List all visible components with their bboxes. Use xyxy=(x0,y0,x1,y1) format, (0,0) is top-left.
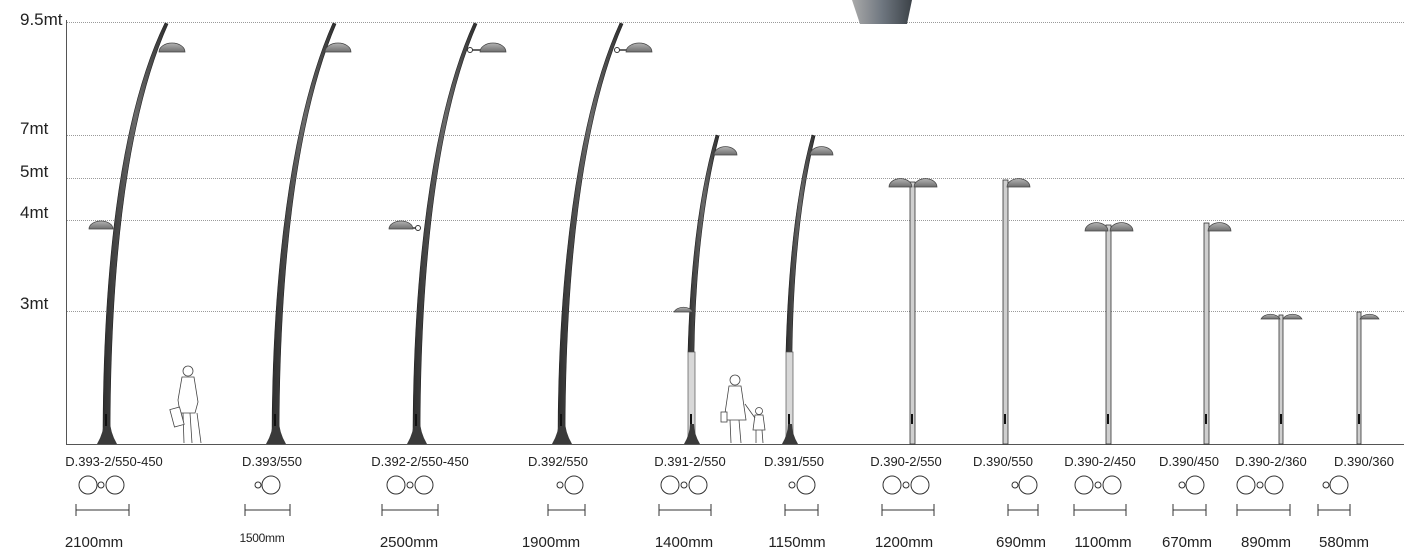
person-figure xyxy=(169,365,202,444)
model-label-d390-550: D.390/550 xyxy=(973,454,1033,469)
width-label-d390-360: 580mm xyxy=(1318,534,1370,551)
height-label-5: 5mt xyxy=(20,162,49,181)
gridline-5 xyxy=(66,178,1404,179)
plan-symbol-d391-2 xyxy=(658,475,712,516)
plan-symbol-d393-2 xyxy=(75,475,130,516)
pole-d390-360 xyxy=(1356,311,1380,445)
width-label-d390-2-550: 1200mm xyxy=(874,534,934,551)
model-label-d390-2-450: D.390-2/450 xyxy=(1064,454,1136,469)
pole-d390-2-550 xyxy=(888,178,938,445)
gridline-7 xyxy=(66,135,1404,136)
pole-d392-2 xyxy=(388,22,507,444)
pole-d392 xyxy=(552,22,653,444)
model-label-d392: D.392/550 xyxy=(528,454,588,469)
vertical-axis xyxy=(66,20,67,444)
gridline-3 xyxy=(66,311,1404,312)
width-label-d392: 1900mm xyxy=(521,534,581,551)
plan-symbol-d390-2-450 xyxy=(1073,475,1127,516)
plan-symbol-d390-2-360 xyxy=(1236,475,1291,516)
plan-symbol-d393 xyxy=(244,475,291,516)
photo-fragment xyxy=(852,0,912,24)
width-label-d393: 1500mm xyxy=(239,531,285,545)
plan-symbol-d390-550 xyxy=(1007,475,1039,516)
pole-d390-550 xyxy=(1002,178,1031,445)
model-label-d392-2: D.392-2/550-450 xyxy=(371,454,469,469)
plan-symbol-d390-360 xyxy=(1317,475,1351,516)
width-label-d390-2-450: 1100mm xyxy=(1074,534,1132,551)
height-label-9-5: 9.5mt xyxy=(20,10,63,29)
pole-d393 xyxy=(266,22,352,444)
width-label-d390-2-360: 890mm xyxy=(1240,534,1292,551)
width-label-d390-450: 670mm xyxy=(1161,534,1213,551)
plan-symbol-d392 xyxy=(547,475,586,516)
height-label-4: 4mt xyxy=(20,203,49,222)
height-label-7: 7mt xyxy=(20,119,49,138)
plan-symbol-d390-2-550 xyxy=(881,475,935,516)
plan-symbol-d392-2 xyxy=(381,475,439,516)
ground-line xyxy=(66,444,1404,445)
model-label-d390-2-550: D.390-2/550 xyxy=(870,454,942,469)
pole-d390-450 xyxy=(1203,222,1232,445)
width-label-d393-2: 2100mm xyxy=(64,534,124,551)
model-label-d393-2: D.393-2/550-450 xyxy=(65,454,163,469)
plan-symbol-d391 xyxy=(784,475,819,516)
pole-d391 xyxy=(782,134,834,444)
plan-symbol-d390-450 xyxy=(1172,475,1207,516)
gridline-4 xyxy=(66,220,1404,221)
model-label-d391-2: D.391-2/550 xyxy=(654,454,726,469)
model-label-d390-2-360: D.390-2/360 xyxy=(1235,454,1307,469)
pole-d391-2 xyxy=(673,134,738,444)
width-label-d392-2: 2500mm xyxy=(379,534,439,551)
width-label-d391-2: 1400mm xyxy=(654,534,714,551)
width-label-d390-550: 690mm xyxy=(995,534,1047,551)
width-label-d391: 1150mm xyxy=(768,534,826,551)
gridline-9-5 xyxy=(66,22,1404,23)
height-label-3: 3mt xyxy=(20,294,49,313)
adult-and-child-figures xyxy=(720,374,766,444)
pole-d390-2-450 xyxy=(1084,222,1134,445)
model-label-d390-360: D.390/360 xyxy=(1334,454,1394,469)
model-label-d393: D.393/550 xyxy=(242,454,302,469)
model-label-d390-450: D.390/450 xyxy=(1159,454,1219,469)
pole-d393-2 xyxy=(88,22,186,444)
pole-d390-2-360 xyxy=(1260,313,1303,445)
model-label-d391: D.391/550 xyxy=(764,454,824,469)
